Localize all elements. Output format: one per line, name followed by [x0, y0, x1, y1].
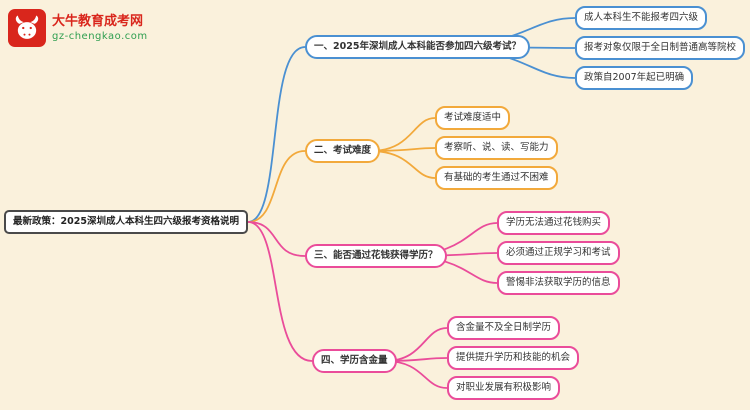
child-node-2-2: 考察听、说、读、写能力: [435, 136, 558, 160]
child-node-3-2: 必须通过正规学习和考试: [497, 241, 620, 265]
logo-text: 大牛教育成考网 gz-chengkao.com: [52, 14, 148, 43]
child-node-4-2: 提供提升学历和技能的机会: [447, 346, 580, 370]
logo-title: 大牛教育成考网: [52, 13, 144, 29]
bull-logo-icon: [8, 9, 46, 47]
child-node-1-2: 报考对象仅限于全日制普通高等院校: [575, 36, 746, 60]
branch-node-1: 一、2025年深圳成人本科能否参加四六级考试？: [305, 35, 530, 59]
logo-subtitle: gz-chengkao.com: [52, 30, 148, 42]
branch-node-2: 二、考试难度: [305, 139, 381, 163]
connector-branch2-child3: [369, 150, 436, 179]
child-node-4-1: 含金量不及全日制学历: [447, 316, 561, 340]
child-node-2-1: 考试难度适中: [435, 106, 511, 130]
connector-branch2-child1: [369, 117, 436, 152]
connector-root-branch2: [247, 150, 306, 223]
child-node-1-1: 成人本科生不能报考四六级: [575, 6, 708, 30]
child-node-2-3: 有基础的考生通过不困难: [435, 166, 558, 190]
site-logo[interactable]: 大牛教育成考网 gz-chengkao.com: [8, 9, 148, 47]
connector-root-branch3: [247, 221, 306, 257]
child-node-1-3: 政策自2007年起已明确: [575, 66, 694, 90]
connector-root-branch1: [247, 46, 306, 223]
branch-node-3: 三、能否通过花钱获得学历？: [305, 244, 447, 268]
child-node-3-1: 学历无法通过花钱购买: [497, 211, 611, 235]
root-node: 最新政策：2025深圳成人本科生四六级报考资格说明: [4, 210, 248, 234]
branch-node-4: 四、学历含金量: [312, 349, 397, 373]
connector-root-branch4: [247, 221, 313, 362]
child-node-3-3: 警惕非法获取学历的信息: [497, 271, 620, 295]
child-node-4-3: 对职业发展有积极影响: [447, 376, 561, 400]
